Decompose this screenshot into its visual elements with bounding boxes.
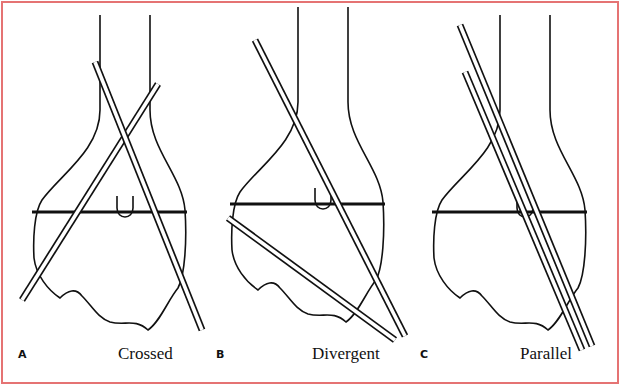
k-wire — [465, 72, 582, 350]
panel-title: Parallel — [520, 345, 572, 364]
k-wire — [22, 84, 158, 300]
k-wire — [95, 62, 202, 330]
k-wire — [95, 62, 202, 330]
panel-title: Divergent — [312, 345, 380, 364]
k-wire — [228, 218, 395, 340]
k-wire — [460, 25, 592, 346]
panel-letter: B — [216, 349, 224, 361]
k-wire — [22, 84, 158, 300]
k-wires — [22, 25, 592, 350]
humerus-crossed — [32, 15, 187, 330]
panel-title: Crossed — [118, 345, 173, 364]
k-wire — [465, 72, 582, 350]
panel-letter: A — [18, 349, 27, 361]
k-wire — [460, 25, 592, 346]
k-wire — [228, 218, 395, 340]
panel-letter: C — [420, 349, 428, 361]
